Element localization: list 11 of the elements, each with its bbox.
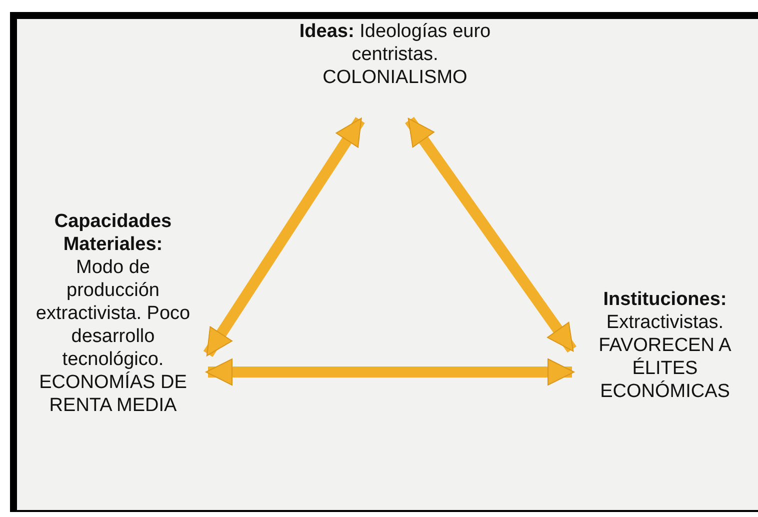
double-arrow xyxy=(203,117,365,357)
node-heading: Instituciones: xyxy=(602,288,728,311)
node-text: Modo de producción extractivista. Poco desarrollo tecnológico. xyxy=(34,256,192,371)
node-text: ECONOMÍAS DE RENTA MEDIA xyxy=(38,371,188,417)
node-heading: COLONIALISMO xyxy=(322,66,468,89)
double-arrow xyxy=(206,358,574,386)
double-arrow xyxy=(405,116,576,353)
node-heading: Capacidades Materiales: xyxy=(53,210,173,256)
node-text: Extractivistas. xyxy=(605,311,725,334)
node-text: FAVORECEN A ÉLITES ECONÓMICAS xyxy=(598,334,732,403)
node-text: Ideas: Ideologías euro centristas. xyxy=(298,20,492,66)
